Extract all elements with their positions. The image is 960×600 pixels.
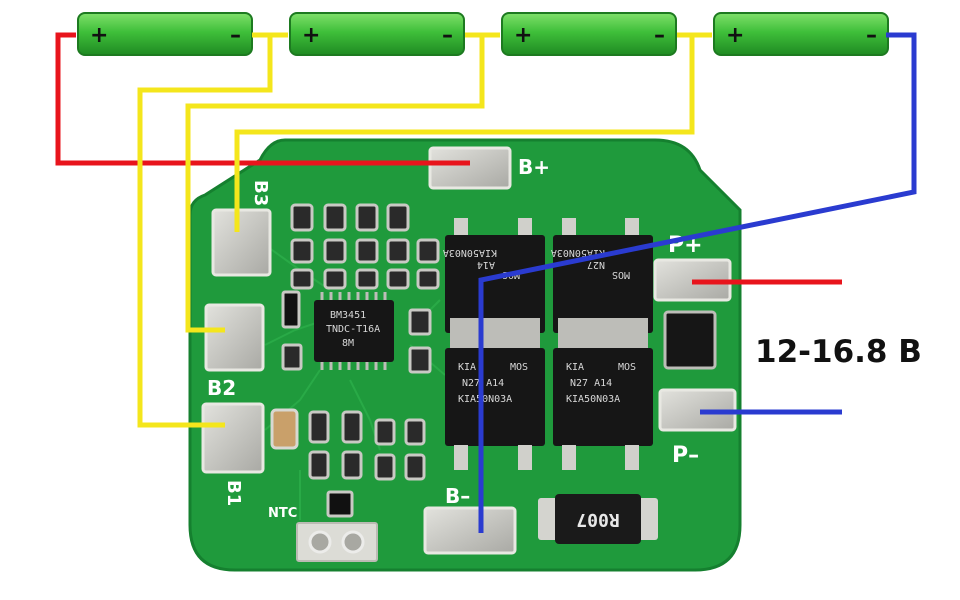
mosfet-3-marking-2: MOS xyxy=(510,362,528,373)
shunt-resistor: R007 xyxy=(538,494,658,544)
battery-plus-terminal: + xyxy=(90,23,108,48)
label-b-plus: B+ xyxy=(518,155,550,179)
battery-plus-terminal: + xyxy=(514,23,532,48)
battery-minus-terminal: – xyxy=(866,23,877,48)
mosfet-4-marking-3: N27 A14 xyxy=(570,378,612,389)
label-p-minus: P– xyxy=(672,443,699,468)
pad-b3 xyxy=(211,208,272,277)
wire-blue-b-minus xyxy=(478,32,917,533)
mosfet-1-marking: KIA50N03A xyxy=(443,247,497,258)
ic-marking-1: BM3451 xyxy=(330,310,366,321)
battery-minus-terminal: – xyxy=(230,23,241,48)
smd-component-grid xyxy=(270,203,440,518)
label-ntc: NTC xyxy=(268,506,297,521)
pad-b-minus xyxy=(423,506,517,555)
mosfet-4-marking-2: MOS xyxy=(618,362,636,373)
mosfet-3-marking-4: KIA50N03A xyxy=(458,394,512,405)
mosfet-bottom-right: KIA MOS N27 A14 KIA50N03A xyxy=(553,340,653,470)
label-b-minus: B– xyxy=(445,484,470,508)
wire-yellow-b3 xyxy=(234,35,695,232)
mosfet-top-right: KIA50N03A N27 MOS xyxy=(551,218,653,340)
ntc-hole-1 xyxy=(308,530,332,554)
shunt-marking: R007 xyxy=(576,509,619,530)
pad-b2 xyxy=(204,303,265,372)
battery-body xyxy=(289,12,465,56)
wires xyxy=(55,32,917,533)
label-b2: B2 xyxy=(207,376,236,400)
protection-ic: BM3451 TNDC-T16A 8M xyxy=(314,292,394,370)
ic-marking-2: TNDC-T16A xyxy=(326,324,380,335)
wire-red-b-plus xyxy=(55,32,470,166)
mosfet-3-marking: KIA xyxy=(458,362,476,373)
wire-yellow-b2 xyxy=(185,35,485,333)
mosfet-2-marking: KIA50N03A xyxy=(551,247,605,258)
pad-b1 xyxy=(201,402,265,474)
battery-series: +–+–+–+– xyxy=(77,12,889,56)
battery-plus-terminal: + xyxy=(726,23,744,48)
label-b3: B3 xyxy=(250,180,271,206)
battery-cell: +– xyxy=(289,12,465,56)
smd-diode xyxy=(663,310,717,370)
voltage-label: 12-16.8 В xyxy=(755,334,922,370)
label-b1: B1 xyxy=(223,480,244,506)
battery-cell: +– xyxy=(77,12,253,56)
battery-cell: +– xyxy=(713,12,889,56)
mosfet-4-marking: KIA xyxy=(566,362,584,373)
battery-cell: +– xyxy=(501,12,677,56)
battery-minus-terminal: – xyxy=(442,23,453,48)
mosfet-1-marking-2: A14 xyxy=(477,259,495,270)
battery-minus-terminal: – xyxy=(654,23,665,48)
mosfet-4-marking-4: KIA50N03A xyxy=(566,394,620,405)
mosfet-top-left: KIA50N03A A14 MOS xyxy=(443,218,545,340)
ic-marking-3: 8M xyxy=(342,338,354,349)
wire-yellow-b1 xyxy=(137,35,273,428)
ntc-hole-2 xyxy=(341,530,365,554)
mosfet-2-marking-2: N27 xyxy=(587,259,605,270)
battery-body xyxy=(501,12,677,56)
pad-b-plus xyxy=(428,146,512,190)
mosfet-2-marking-3: MOS xyxy=(612,269,630,280)
battery-plus-terminal: + xyxy=(302,23,320,48)
